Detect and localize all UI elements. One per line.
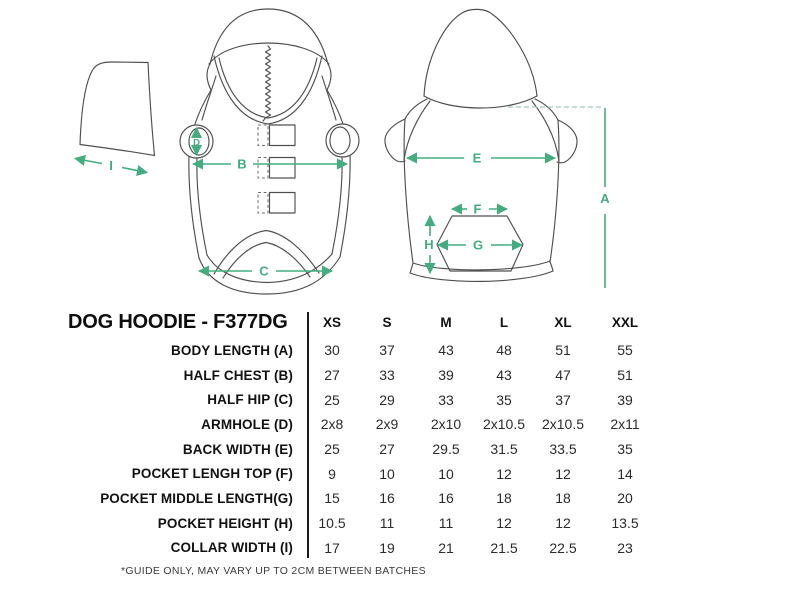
size-value-cell: 2x10.5 bbox=[541, 416, 585, 433]
row-label: HALF HIP (C) bbox=[207, 392, 293, 408]
measure-h-arrow: H bbox=[424, 214, 436, 275]
size-value-cell: 18 bbox=[555, 490, 571, 507]
size-value-cell: 27 bbox=[379, 441, 395, 458]
size-value-cell: 2x11 bbox=[610, 416, 640, 433]
measure-label-i: I bbox=[109, 158, 113, 173]
row-label: HALF CHEST (B) bbox=[183, 367, 293, 383]
size-value-cell: 11 bbox=[438, 515, 454, 532]
table-footnote: *GUIDE ONLY, MAY VARY UP TO 2CM BETWEEN … bbox=[121, 565, 426, 577]
measure-i-arrow: I bbox=[73, 154, 149, 177]
size-value-cell: 15 bbox=[324, 490, 340, 507]
size-value-cell: 29.5 bbox=[432, 441, 460, 458]
size-header-s: S bbox=[382, 314, 392, 330]
row-label: ARMHOLE (D) bbox=[201, 416, 293, 432]
size-value-cell: 13.5 bbox=[611, 515, 639, 532]
size-value-cell: 2x10 bbox=[430, 416, 462, 433]
measure-f-arrow: F bbox=[450, 202, 509, 217]
size-diagram: I bbox=[73, 8, 610, 295]
measure-b-arrow: B bbox=[191, 157, 349, 172]
size-value-cell: 9 bbox=[328, 465, 336, 482]
size-value-cell: 16 bbox=[379, 490, 395, 507]
size-value-cell: 2x10.5 bbox=[482, 416, 526, 433]
size-value-cell: 33.5 bbox=[549, 441, 577, 458]
size-value-cell: 29 bbox=[379, 391, 395, 408]
size-value-cell: 39 bbox=[438, 367, 454, 384]
size-value-cell: 17 bbox=[324, 539, 340, 556]
hood-panel-drawing: I bbox=[73, 61, 156, 177]
row-label: BODY LENGTH (A) bbox=[171, 342, 293, 358]
size-value-cell: 31.5 bbox=[490, 441, 518, 458]
front-view-drawing: D B C bbox=[179, 8, 360, 295]
size-value-cell: 43 bbox=[438, 342, 454, 359]
size-header-xxl: XXL bbox=[611, 314, 639, 330]
size-value-cell: 21 bbox=[438, 539, 454, 556]
row-label: POCKET MIDDLE LENGTH(G) bbox=[100, 490, 293, 506]
size-value-cell: 16 bbox=[438, 490, 454, 507]
measure-e-arrow: E bbox=[405, 151, 557, 166]
size-value-cell: 51 bbox=[555, 342, 571, 359]
size-header-m: M bbox=[440, 314, 452, 330]
size-value-cell: 25 bbox=[324, 391, 340, 408]
measure-d-arrow: D bbox=[190, 126, 203, 157]
size-value-cell: 12 bbox=[496, 515, 512, 532]
size-value-cell: 27 bbox=[324, 367, 340, 384]
size-value-cell: 47 bbox=[555, 367, 571, 384]
size-value-cell: 35 bbox=[496, 391, 512, 408]
zigzag-seam bbox=[262, 45, 272, 122]
size-value-cell: 19 bbox=[379, 539, 395, 556]
size-value-cell: 10 bbox=[438, 465, 454, 482]
measure-label-d: D bbox=[193, 138, 200, 149]
size-value-cell: 51 bbox=[617, 367, 633, 384]
size-value-cell: 18 bbox=[496, 490, 512, 507]
size-value-cell: 33 bbox=[438, 391, 454, 408]
size-value-cell: 22.5 bbox=[549, 539, 577, 556]
size-value-cell: 10 bbox=[379, 465, 395, 482]
size-header-xl: XL bbox=[554, 314, 572, 330]
size-value-cell: 48 bbox=[496, 342, 512, 359]
size-value-cell: 43 bbox=[496, 367, 512, 384]
size-value-cell: 20 bbox=[617, 490, 633, 507]
size-value-cell: 35 bbox=[617, 441, 633, 458]
size-value-cell: 14 bbox=[617, 465, 633, 482]
size-value-cell: 23 bbox=[617, 539, 633, 556]
row-label: COLLAR WIDTH (I) bbox=[170, 540, 293, 556]
measure-g-arrow: G bbox=[436, 238, 524, 253]
size-value-cell: 37 bbox=[555, 391, 571, 408]
measure-label-g: G bbox=[473, 238, 483, 253]
row-label: POCKET LENGH TOP (F) bbox=[131, 466, 293, 482]
table-divider bbox=[307, 312, 309, 558]
size-value-cell: 25 bbox=[324, 441, 340, 458]
size-value-cell: 2x8 bbox=[320, 416, 344, 433]
size-value-cell: 12 bbox=[496, 465, 512, 482]
measure-label-c: C bbox=[259, 264, 269, 279]
size-value-cell: 37 bbox=[379, 342, 395, 359]
size-header-xs: XS bbox=[322, 314, 341, 330]
size-value-cell: 12 bbox=[555, 515, 571, 532]
size-value-cell: 33 bbox=[379, 367, 395, 384]
back-view-drawing: E F G H A bbox=[384, 8, 610, 288]
size-value-cell: 10.5 bbox=[318, 515, 346, 532]
size-table: DOG HOODIE - F377DG XS S M L XL XXL BODY… bbox=[60, 306, 656, 560]
measure-label-f: F bbox=[474, 202, 482, 217]
size-value-cell: 12 bbox=[555, 465, 571, 482]
size-value-cell: 2x9 bbox=[375, 416, 399, 433]
measure-c-arrow: C bbox=[197, 264, 334, 279]
table-grid: DOG HOODIE - F377DG XS S M L XL XXL BODY… bbox=[60, 306, 656, 560]
measure-label-a: A bbox=[600, 191, 610, 206]
measure-a-line: A bbox=[508, 106, 610, 288]
size-value-cell: 30 bbox=[324, 342, 340, 359]
measure-label-h: H bbox=[424, 237, 433, 252]
row-label: POCKET HEIGHT (H) bbox=[157, 515, 293, 531]
measure-label-b: B bbox=[237, 157, 246, 172]
size-value-cell: 55 bbox=[617, 342, 633, 359]
size-header-l: L bbox=[499, 314, 509, 330]
table-title: DOG HOODIE - F377DG bbox=[68, 310, 288, 333]
size-value-cell: 39 bbox=[617, 391, 633, 408]
row-label: BACK WIDTH (E) bbox=[182, 441, 293, 457]
size-value-cell: 21.5 bbox=[490, 539, 518, 556]
measure-label-e: E bbox=[473, 151, 482, 166]
size-value-cell: 11 bbox=[379, 515, 395, 532]
